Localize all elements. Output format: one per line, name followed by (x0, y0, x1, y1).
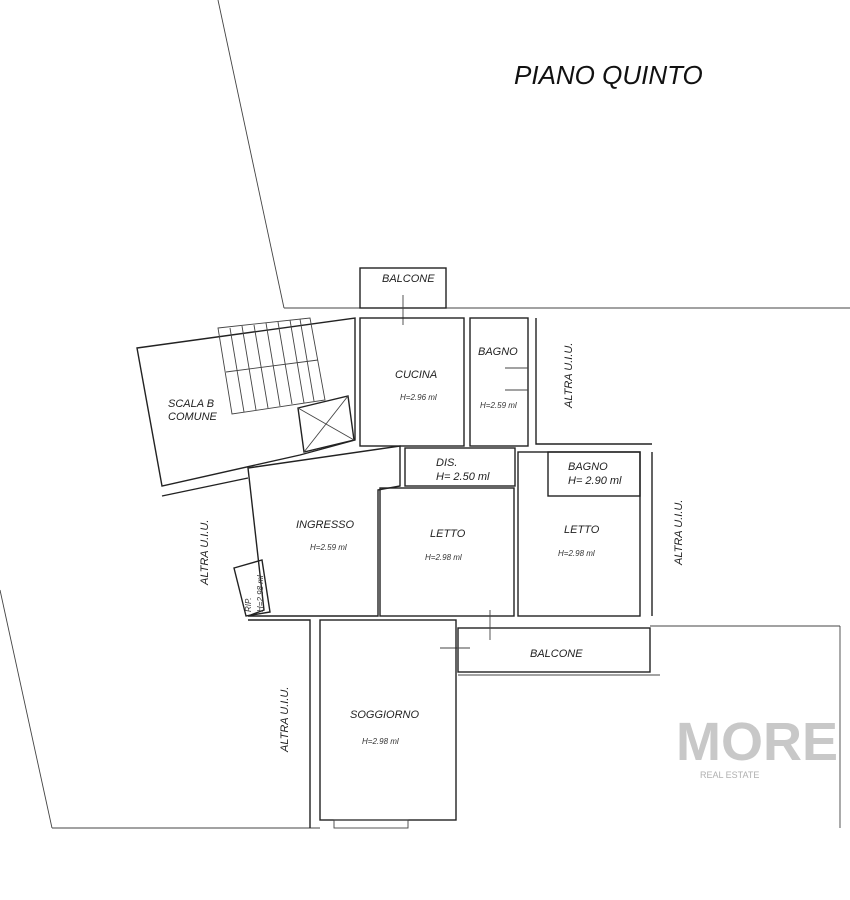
watermark-logo: MORE (676, 712, 838, 772)
altra-right-top-outline (535, 318, 652, 445)
bagno2-height: H= 2.90 ml (568, 475, 622, 487)
scala-label-1: SCALA B (168, 398, 214, 410)
wall (161, 477, 249, 497)
soggiorno-height: H=2.98 ml (362, 737, 399, 746)
cucina-outline (359, 317, 465, 447)
balcone-bottom-outline (457, 627, 651, 673)
rip-label: RIP. (244, 597, 253, 612)
letto2-label: LETTO (564, 524, 600, 536)
altra-left-label: ALTRA U.I.U. (199, 520, 211, 586)
dis-outline (404, 447, 516, 487)
letto1-outline (379, 487, 515, 617)
bagno2-label: BAGNO (568, 461, 608, 473)
letto1-label: LETTO (430, 528, 466, 540)
altra-left-bottom-label: ALTRA U.I.U. (279, 687, 291, 753)
boundary-line (217, 0, 285, 309)
rip-outline (233, 559, 271, 617)
letto2-outline (517, 451, 641, 617)
soggiorno-label: SOGGIORNO (350, 709, 420, 721)
ingresso-label: INGRESSO (296, 519, 355, 531)
window (333, 819, 409, 829)
rip-height: H=2.98 ml (256, 575, 265, 612)
balcone-bottom-label: BALCONE (530, 648, 583, 660)
cucina-height: H=2.96 ml (400, 393, 437, 402)
altra-right-mid-label: ALTRA U.I.U. (673, 500, 685, 566)
boundary-line (0, 589, 53, 829)
scala-outline (136, 317, 356, 487)
dis-label: DIS. (436, 457, 457, 469)
bagno1-outline (469, 317, 529, 447)
letto2-height: H=2.98 ml (558, 549, 595, 558)
scala-label-2: COMUNE (168, 411, 218, 423)
wall (248, 619, 311, 828)
altra-right-top-label: ALTRA U.I.U. (563, 343, 575, 409)
ingresso-height: H=2.59 ml (310, 543, 347, 552)
page-title: PIANO QUINTO (514, 60, 703, 90)
stairs (217, 317, 326, 415)
bagno2-outline (547, 451, 641, 497)
cucina-label: CUCINA (395, 369, 437, 381)
bagno1-height: H=2.59 ml (480, 401, 517, 410)
elevator (297, 395, 355, 453)
ingresso-outline (247, 445, 401, 617)
bagno1-label: BAGNO (478, 346, 518, 358)
watermark-tagline: REAL ESTATE (700, 770, 759, 780)
dis-height: H= 2.50 ml (436, 471, 490, 483)
letto1-height: H=2.98 ml (425, 553, 462, 562)
balcone-top-label: BALCONE (382, 273, 435, 285)
